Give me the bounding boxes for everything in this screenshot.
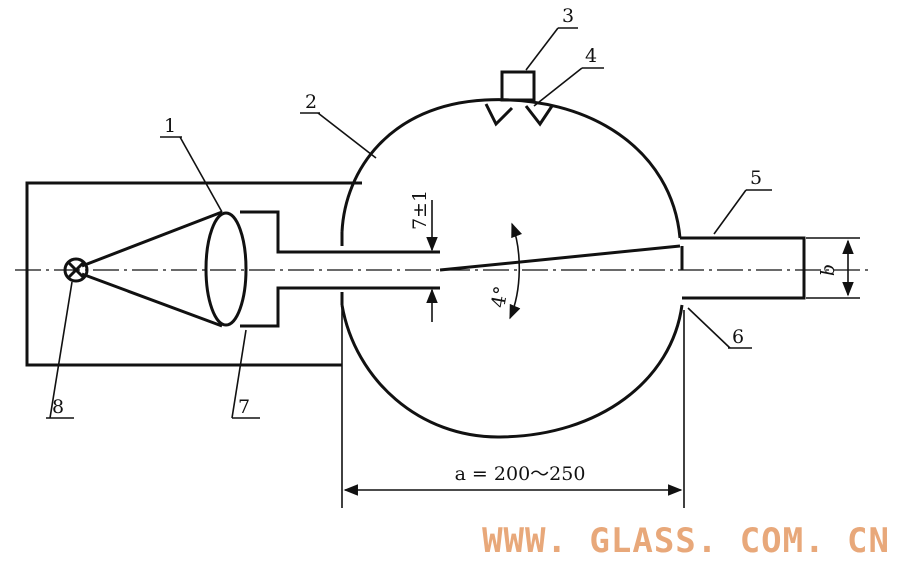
sphere-lower-arc xyxy=(340,304,684,439)
label-3: 3 xyxy=(562,5,574,27)
leader-5 xyxy=(713,189,747,235)
label-5: 5 xyxy=(750,167,762,189)
label-2: 2 xyxy=(305,91,317,113)
leader-7 xyxy=(231,329,247,419)
angle-arc xyxy=(509,222,523,320)
label-1: 1 xyxy=(164,115,176,137)
collimator-tube-lower xyxy=(240,286,345,328)
housing-box xyxy=(25,181,362,367)
baffle-left xyxy=(484,103,514,127)
label-8: 8 xyxy=(52,396,64,418)
leader-1 xyxy=(179,136,223,213)
leader-8 xyxy=(49,281,73,419)
detector xyxy=(500,70,536,102)
angle-text: 4° xyxy=(487,284,512,309)
light-cone-upper xyxy=(81,210,223,268)
leader-6 xyxy=(687,307,731,349)
beam-wedge xyxy=(439,244,681,272)
leader-4 xyxy=(533,67,583,107)
lens xyxy=(204,211,248,327)
b-dimension-text: b xyxy=(817,264,839,276)
a-dimension-text: a = 200～250 xyxy=(455,463,586,485)
slit-dimension-text: 7±1 xyxy=(409,190,431,230)
leader-3 xyxy=(525,27,559,71)
label-7: 7 xyxy=(238,396,250,418)
label-4: 4 xyxy=(585,45,597,67)
exit-tube xyxy=(680,236,806,300)
watermark: WWW. GLASS. COM. CN xyxy=(482,521,890,561)
light-cone-lower xyxy=(81,272,223,328)
label-6: 6 xyxy=(732,326,744,348)
sphere-upper-arc xyxy=(340,98,682,239)
leader-2 xyxy=(317,112,377,159)
collimator-tube xyxy=(240,210,345,254)
baffle-right xyxy=(524,105,554,127)
